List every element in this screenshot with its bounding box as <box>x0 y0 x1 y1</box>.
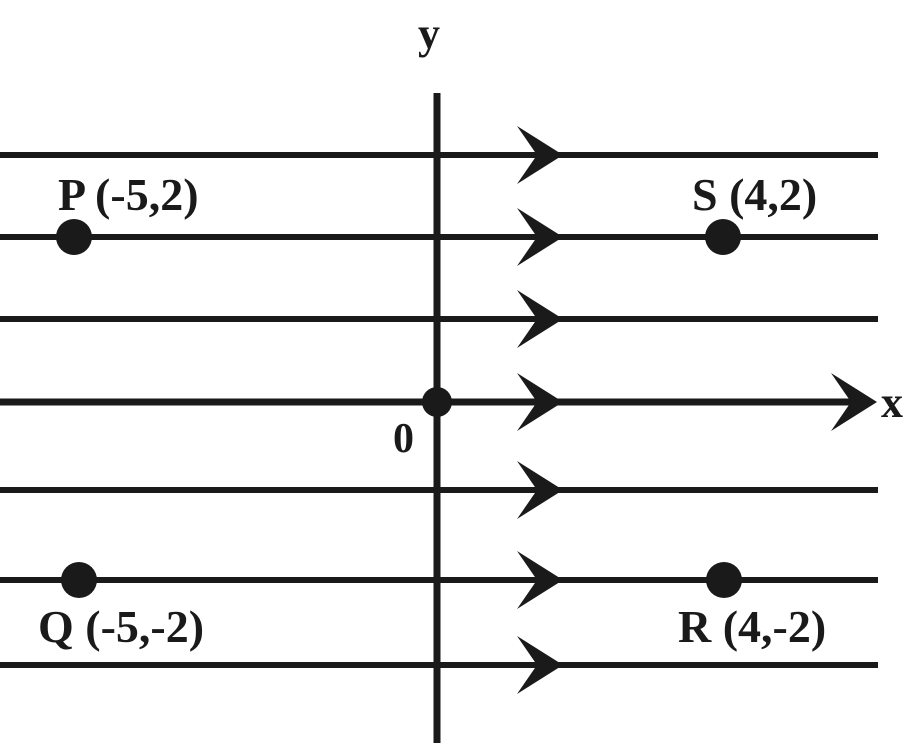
origin-label: 0 <box>393 416 414 462</box>
point-label-r: R (4,-2) <box>678 601 827 652</box>
plotted-points-group <box>56 219 742 598</box>
point-label-s: S (4,2) <box>692 169 818 220</box>
point-marker-r <box>706 562 742 598</box>
point-marker-s <box>705 219 741 255</box>
y-axis-label: y <box>418 9 440 58</box>
x-axis-label: x <box>881 378 903 427</box>
point-marker-o <box>422 387 452 417</box>
point-label-p: P (-5,2) <box>58 169 199 220</box>
point-marker-q <box>61 562 97 598</box>
point-label-q: Q (-5,-2) <box>38 601 205 652</box>
point-marker-p <box>56 219 92 255</box>
